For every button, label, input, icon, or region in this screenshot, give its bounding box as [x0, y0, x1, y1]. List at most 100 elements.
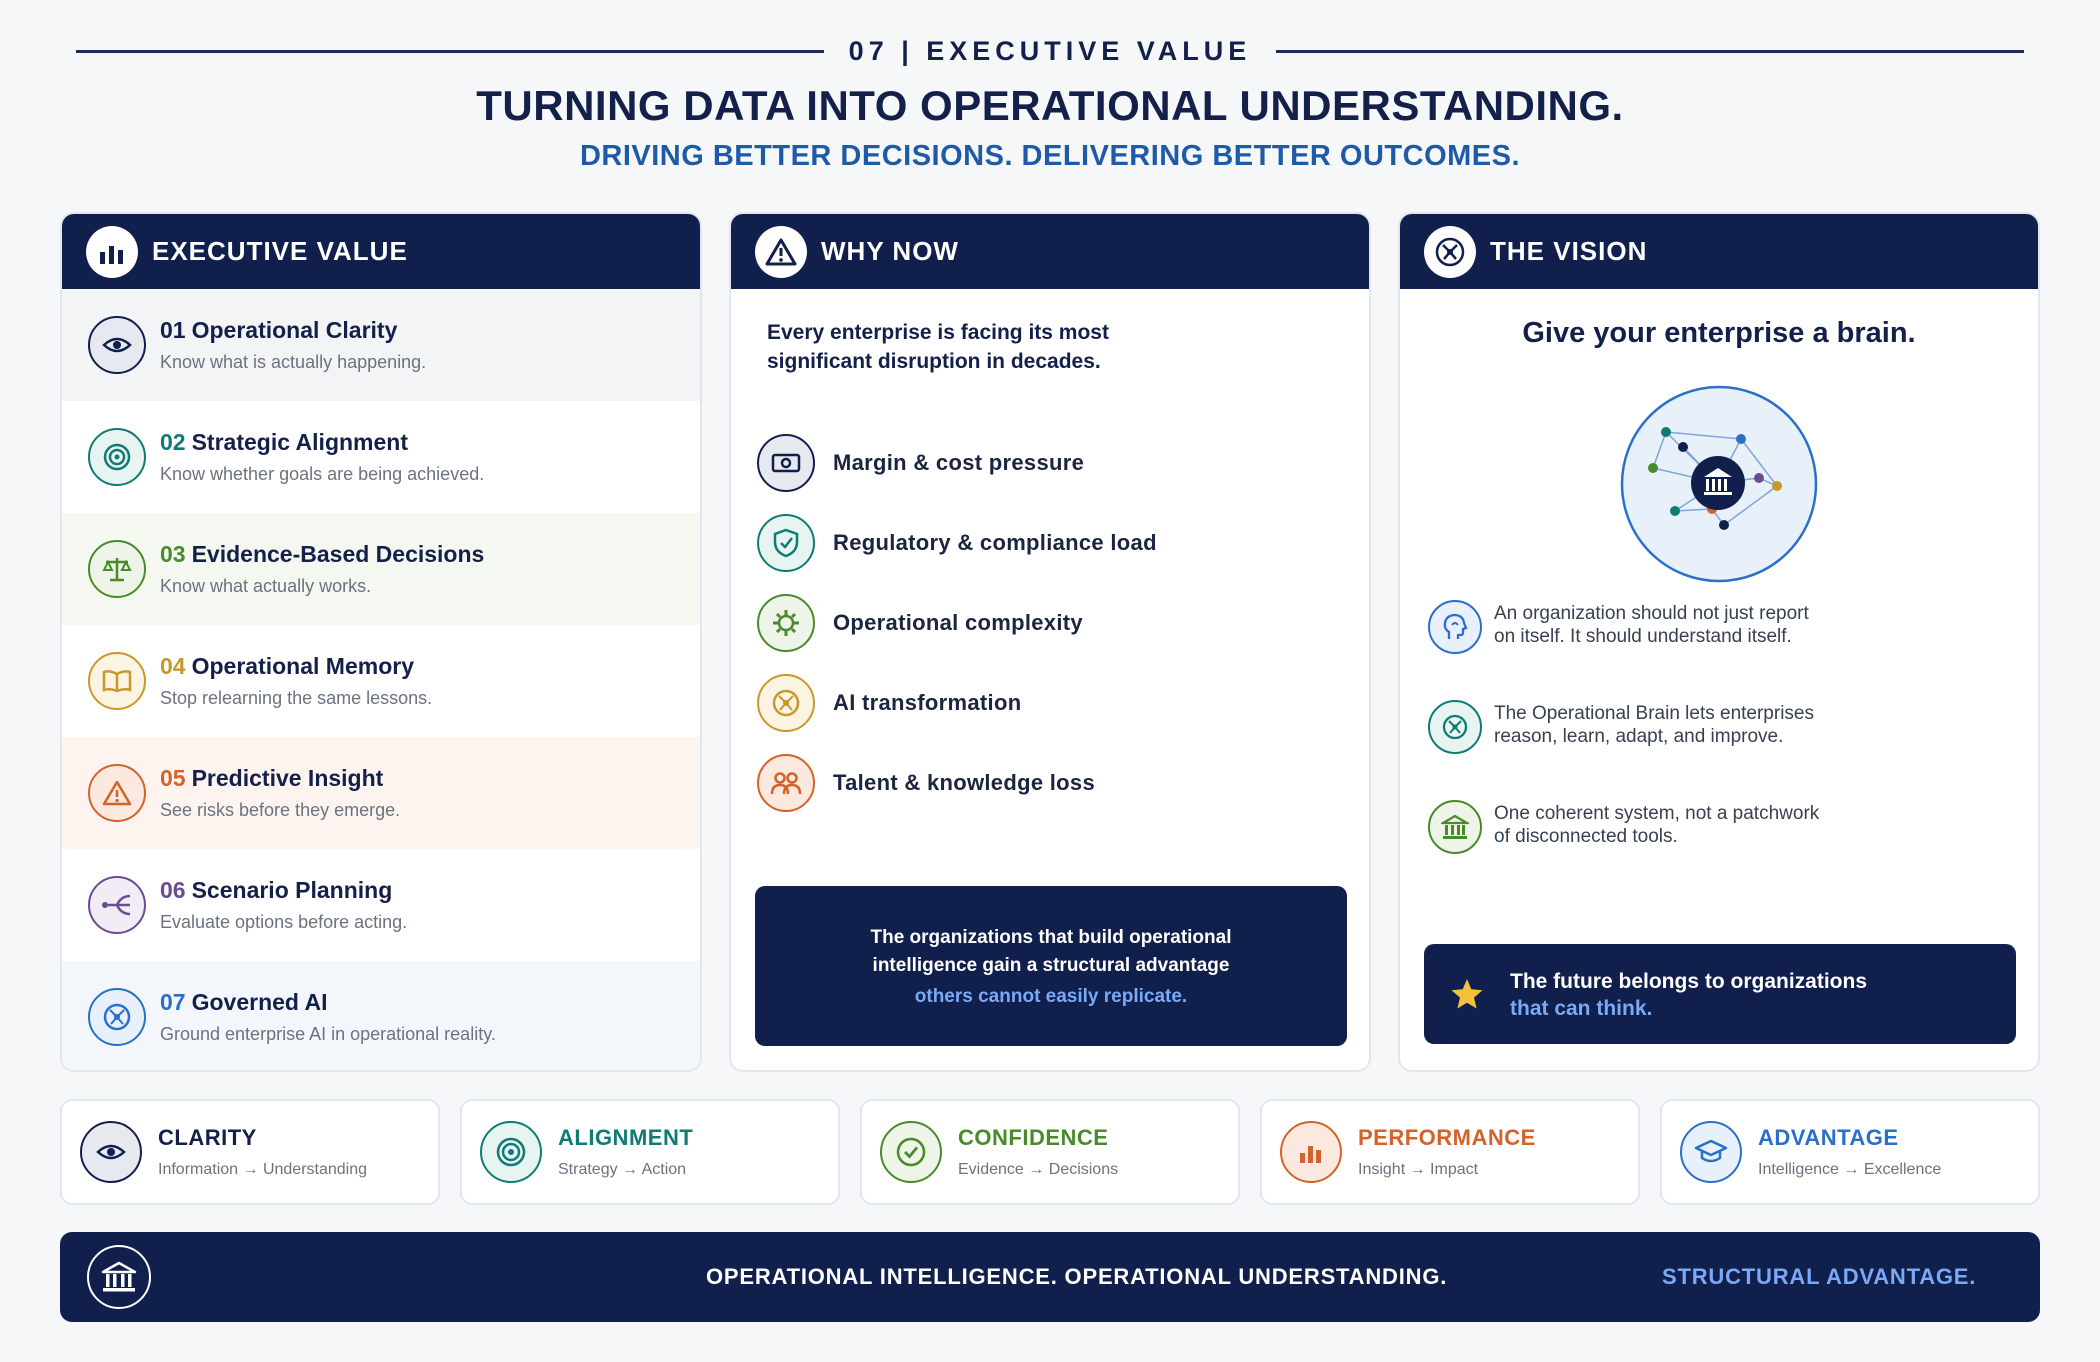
arrow-right-icon: →: [1409, 1161, 1426, 1178]
card-to: Understanding: [262, 1161, 368, 1178]
card-title: ADVANTAGE: [1758, 1125, 1899, 1150]
ai-network-icon: [1428, 700, 1482, 754]
item-number: 07: [160, 989, 186, 1015]
graduation-cap-icon: [1680, 1121, 1742, 1183]
check-circle-icon: [880, 1121, 942, 1183]
item-number: 01: [160, 317, 186, 343]
book-icon: [88, 652, 146, 710]
money-icon: [757, 434, 815, 492]
item-title: Strategic Alignment: [191, 429, 408, 455]
target-icon: [480, 1121, 542, 1183]
item-desc: Ground enterprise AI in operational real…: [160, 1024, 496, 1044]
ai-network-icon: [1424, 225, 1476, 278]
vision-headline: Give your enterprise a brain.: [1522, 317, 1916, 349]
card-title: CLARITY: [158, 1125, 257, 1150]
vision-point-text: The Operational Brain lets enterprises r…: [1494, 703, 1814, 747]
card-title: PERFORMANCE: [1358, 1125, 1536, 1150]
vision-title: THE VISION: [1490, 236, 1648, 266]
item-desc: Evaluate options before acting.: [160, 912, 408, 932]
footer-accent: STRUCTURAL ADVANTAGE.: [1662, 1264, 1977, 1289]
arrow-right-icon: →: [242, 1161, 259, 1178]
card-title: CONFIDENCE: [958, 1125, 1109, 1150]
value-card-alignment: ALIGNMENT Strategy → Action: [460, 1099, 840, 1205]
ai-network-icon: [88, 988, 146, 1046]
star-icon: [1450, 977, 1484, 1011]
item-number: 04: [160, 653, 186, 679]
callout-line: The future belongs to organizations: [1510, 970, 1867, 993]
institution-icon: [1428, 800, 1482, 854]
list-item: The Operational Brain lets enterprises r…: [1428, 700, 1834, 754]
eye-icon: [88, 316, 146, 374]
item-desc: See risks before they emerge.: [160, 800, 401, 820]
vision-callout: The future belongs to organizations that…: [1424, 944, 2016, 1044]
value-card-confidence: CONFIDENCE Evidence → Decisions: [860, 1099, 1240, 1205]
value-card-clarity: CLARITY Information → Understanding: [60, 1099, 440, 1205]
item-number: 05: [160, 765, 186, 791]
executive-value-header: EXECUTIVE VALUE: [62, 214, 700, 289]
list-item: Operational complexity: [757, 594, 1083, 652]
callout-line: The organizations that build operational: [870, 927, 1232, 948]
item-desc: Know whether goals are being achieved.: [160, 464, 485, 484]
card-from: Intelligence: [1758, 1161, 1839, 1178]
item-label: Regulatory & compliance load: [833, 530, 1157, 555]
ai-network-icon: [757, 674, 815, 732]
arrow-right-icon: →: [1028, 1161, 1045, 1178]
callout-accent: that can think.: [1510, 997, 1653, 1020]
item-number: 02: [160, 429, 186, 455]
item-title: Scenario Planning: [191, 877, 393, 903]
list-item: AI transformation: [757, 674, 1021, 732]
value-card-performance: PERFORMANCE Insight → Impact: [1260, 1099, 1640, 1205]
eye-icon: [80, 1121, 142, 1183]
scale-icon: [88, 540, 146, 598]
vision-header: THE VISION: [1400, 214, 2038, 289]
why-now-panel: WHY NOW Every enterprise is facing its m…: [729, 212, 1371, 1072]
branch-icon: [88, 876, 146, 934]
card-from: Information: [158, 1161, 239, 1178]
card-to: Action: [641, 1161, 687, 1178]
why-now-header: WHY NOW: [731, 214, 1369, 289]
item-label: Margin & cost pressure: [833, 450, 1085, 475]
header-rule-left: [76, 50, 824, 53]
list-item: Regulatory & compliance load: [757, 514, 1157, 572]
item-label: AI transformation: [833, 690, 1022, 715]
item-desc: Stop relearning the same lessons.: [160, 688, 433, 708]
card-to: Impact: [1430, 1161, 1479, 1178]
list-item: Margin & cost pressure: [757, 434, 1084, 492]
brain-network-illustration: [1620, 385, 1818, 583]
callout-accent: others cannot easily replicate.: [914, 986, 1188, 1007]
why-now-callout: The organizations that build operational…: [755, 886, 1347, 1046]
gear-icon: [757, 594, 815, 652]
list-item: An organization should not just report o…: [1428, 600, 1834, 654]
section-tag: 07 | EXECUTIVE VALUE: [848, 36, 1252, 66]
vision-panel: THE VISION Give your enterprise a brain.: [1398, 212, 2040, 1072]
item-desc: Know what is actually happening.: [160, 352, 427, 372]
item-title: Operational Clarity: [191, 317, 398, 343]
card-from: Strategy: [558, 1161, 618, 1178]
item-number: 03: [160, 541, 186, 567]
why-now-title: WHY NOW: [821, 236, 959, 266]
item-title: Predictive Insight: [191, 765, 384, 791]
item-title: Governed AI: [191, 989, 328, 1015]
card-title: ALIGNMENT: [558, 1125, 694, 1150]
value-card-advantage: ADVANTAGE Intelligence → Excellence: [1660, 1099, 2040, 1205]
institution-icon: [87, 1245, 151, 1309]
arrow-right-icon: →: [622, 1161, 639, 1178]
page-subtitle: DRIVING BETTER DECISIONS. DELIVERING BET…: [579, 140, 1521, 172]
header-rule-right: [1276, 50, 2024, 53]
shield-check-icon: [757, 514, 815, 572]
item-label: Talent & knowledge loss: [833, 770, 1095, 795]
list-item: Talent & knowledge loss: [757, 754, 1095, 812]
card-from: Evidence: [958, 1161, 1024, 1178]
warning-icon: [88, 764, 146, 822]
page-title: TURNING DATA INTO OPERATIONAL UNDERSTAND…: [476, 82, 1624, 129]
callout-line: intelligence gain a structural advantage: [872, 955, 1230, 976]
why-now-intro: Every enterprise is facing its most sign…: [767, 321, 1109, 373]
item-title: Operational Memory: [191, 653, 414, 679]
